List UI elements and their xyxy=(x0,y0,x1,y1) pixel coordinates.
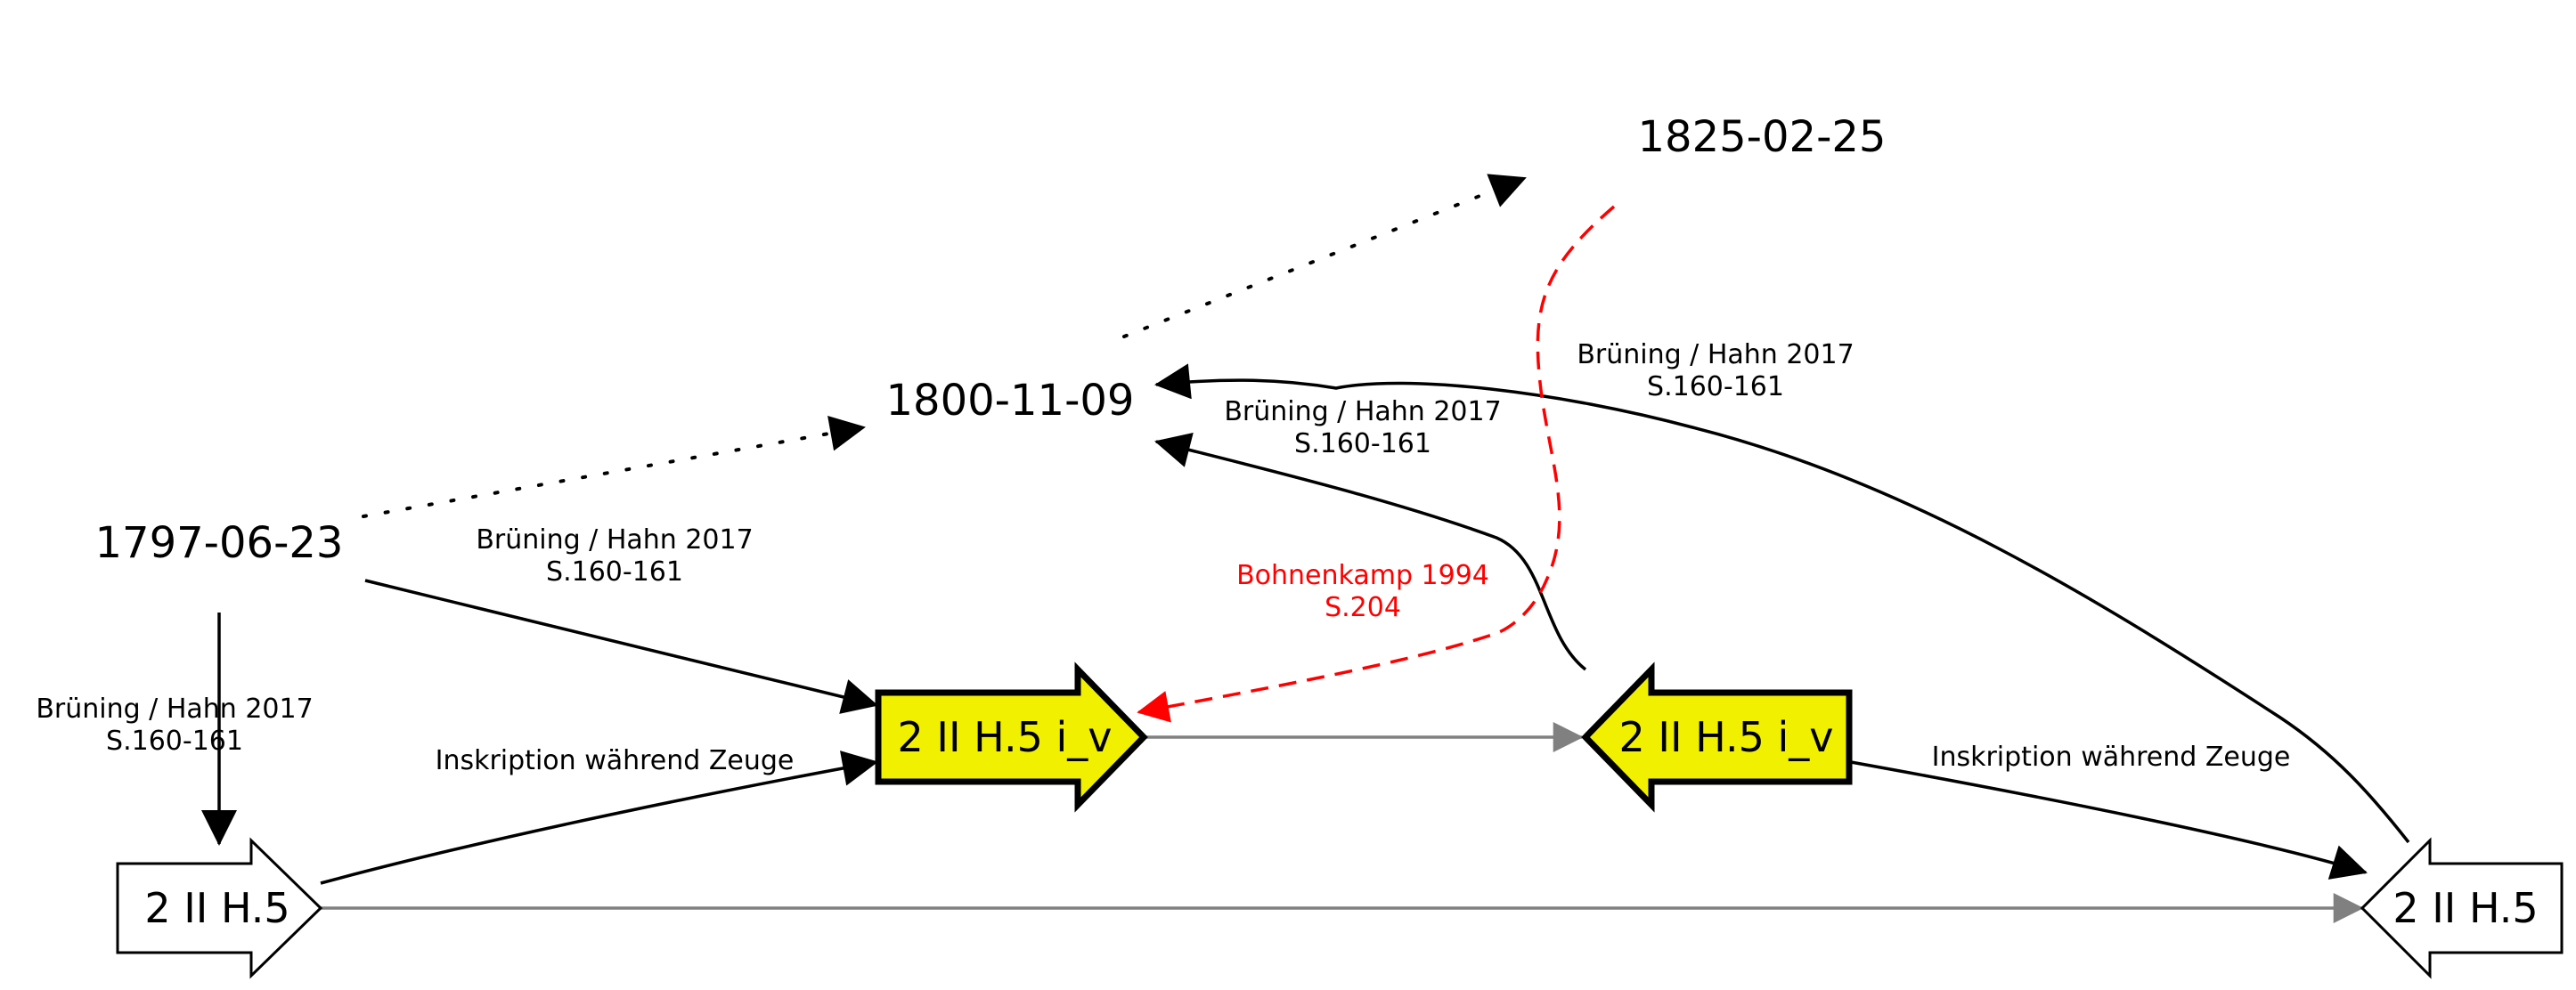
node-right-iv[interactable] xyxy=(1581,661,1853,813)
label-bh-left-1: Brüning / Hahn 2017 xyxy=(36,694,313,725)
date-1797: 1797-06-23 xyxy=(95,518,344,568)
node-left-plain-label: 2 II H.5 xyxy=(144,884,289,932)
node-right-iv-label: 2 II H.5 i_v xyxy=(1619,713,1834,761)
timeline-edge-1797-1800 xyxy=(362,415,866,518)
node-right-plain-label: 2 II H.5 xyxy=(2393,884,2538,932)
label-bh-right-1: Brüning / Hahn 2017 xyxy=(1577,339,1854,370)
edge-right-iv-to-right-plain xyxy=(1850,760,2368,880)
label-inskription-left: Inskription während Zeuge xyxy=(436,745,795,776)
label-bohnenkamp-2: S.204 xyxy=(1325,592,1401,623)
label-bohnenkamp-1: Bohnenkamp 1994 xyxy=(1236,560,1489,591)
edge-1797-to-left-iv xyxy=(364,579,878,714)
node-right-plain[interactable] xyxy=(2360,837,2564,979)
timeline-edge-1800-1825 xyxy=(1122,174,1527,338)
edge-right-plain-to-1800 xyxy=(1154,363,2410,844)
label-bh-center-1: Brüning / Hahn 2017 xyxy=(1224,396,1501,427)
edge-right-iv-to-1800 xyxy=(1154,433,1587,671)
edge-1825-to-left-iv xyxy=(1137,205,1616,723)
date-1825: 1825-02-25 xyxy=(1638,112,1887,162)
node-left-plain[interactable] xyxy=(116,837,323,979)
label-bh-center-2: S.160-161 xyxy=(1294,428,1431,459)
label-bh-mid-2: S.160-161 xyxy=(546,556,683,588)
label-bh-left-2: S.160-161 xyxy=(106,726,243,757)
edge-left-plain-to-left-iv xyxy=(320,751,878,885)
label-inskription-right: Inskription während Zeuge xyxy=(1932,742,2291,773)
node-left-iv[interactable] xyxy=(875,661,1148,813)
label-bh-right-2: S.160-161 xyxy=(1647,371,1784,402)
label-bh-mid-1: Brüning / Hahn 2017 xyxy=(476,524,753,556)
date-1800: 1800-11-09 xyxy=(886,376,1135,426)
node-left-iv-label: 2 II H.5 i_v xyxy=(898,713,1113,761)
